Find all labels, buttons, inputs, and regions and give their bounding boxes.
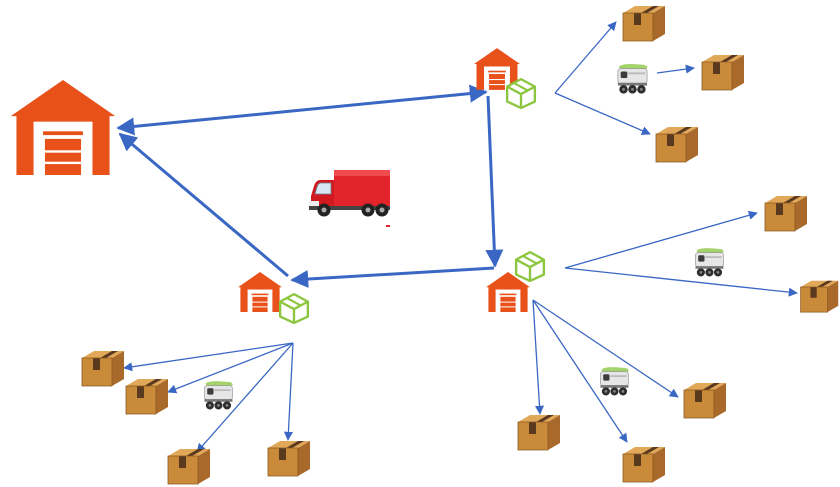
package-icon <box>514 250 546 282</box>
delivery-robot-icon <box>600 366 630 396</box>
package-icon <box>278 292 310 324</box>
route-edge-west-warehouse <box>118 132 289 278</box>
parcel-box-icon <box>701 54 745 91</box>
package-icon <box>505 77 537 109</box>
truck-route <box>116 84 504 289</box>
parcels <box>81 5 839 485</box>
spoke <box>123 342 294 372</box>
route-edge-east-west <box>290 266 495 289</box>
parcel-box-icon <box>764 195 808 232</box>
spoke <box>532 299 679 398</box>
spoke <box>554 92 651 135</box>
hub-north <box>474 48 537 109</box>
spoke <box>532 299 545 415</box>
parcel-box-icon <box>81 350 125 387</box>
delivery-robot-icon <box>695 247 725 277</box>
parcel-box-icon <box>517 414 561 451</box>
route-edge-warehouse-north <box>116 84 488 136</box>
parcel-box-icon <box>622 5 666 42</box>
spoke <box>564 267 798 297</box>
route-edge-north-east <box>485 95 504 268</box>
warehouse-icon <box>238 272 282 312</box>
spoke <box>167 342 294 394</box>
spoke <box>656 64 695 74</box>
parcel-box-icon <box>622 446 666 483</box>
spokes-hub-west <box>123 342 294 453</box>
parcel-box-icon <box>655 126 699 163</box>
parcel-box-icon <box>800 280 839 313</box>
spokes-hub-north <box>554 21 695 135</box>
delivery-robot-icon <box>204 380 234 410</box>
spokes-hub-east <box>532 210 798 443</box>
parcel-box-icon <box>683 382 727 419</box>
parcel-box-icon <box>267 440 311 477</box>
spoke <box>532 299 628 443</box>
truck-shadow-mark <box>386 225 390 227</box>
spoke <box>564 210 758 269</box>
parcel-box-icon <box>125 378 169 415</box>
spoke <box>283 342 294 441</box>
central-warehouse-icon <box>10 80 116 175</box>
delivery-robot-icon <box>617 63 648 95</box>
delivery-truck-icon <box>308 169 391 217</box>
spoke <box>196 342 294 453</box>
spoke <box>554 21 617 94</box>
parcel-box-icon <box>167 448 211 485</box>
